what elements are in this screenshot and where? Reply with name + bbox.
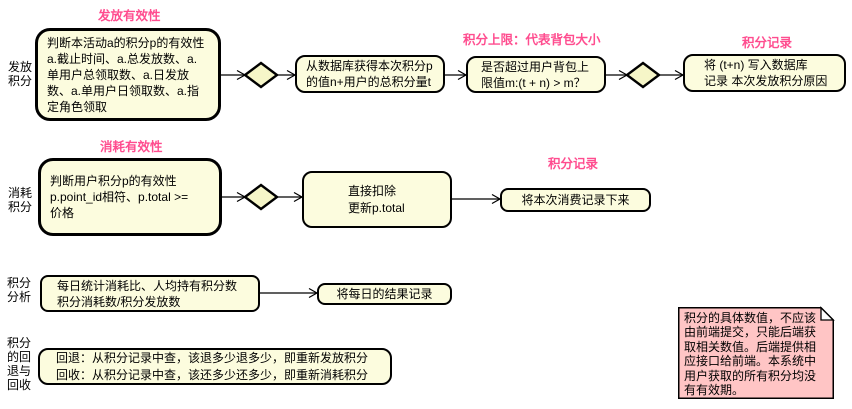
row-label-consume: 消耗 积分 xyxy=(8,186,33,214)
note-shape xyxy=(678,307,834,399)
step-issue-fetch: 从数据库获得本次积分p 的值n+用户的总积分量t xyxy=(295,55,445,93)
step-issue-limit: 是否超过用户背包上 限值m:(t + n) > m？ xyxy=(466,56,606,93)
tag-point-limit: 积分上限：代表背包大小 xyxy=(463,33,601,47)
tag-issue-validity: 发放有效性 xyxy=(98,9,161,23)
note-fold-icon xyxy=(820,306,835,321)
decision-diamond xyxy=(625,61,661,89)
step-issue-record: 将 (t+n) 写入数据库 记录 本次发放积分原因 xyxy=(683,54,846,92)
row-label-analyze: 积分 分析 xyxy=(7,276,32,304)
step-analyze-record: 将每日的结果记录 xyxy=(317,283,452,305)
row-label-issue: 发放 积分 xyxy=(8,60,33,88)
step-analyze-stat: 每日统计消耗比、人均持有积分数 积分消耗数/积分发放数 xyxy=(40,275,260,312)
step-consume-record: 将本次消费记录下来 xyxy=(500,188,651,212)
step-consume-check: 判断用户积分p的有效性 p.point_id相符、p.total >= 价格 xyxy=(38,158,222,236)
step-issue-check: 判断本活动a的积分p的有效性 a.截止时间、a.总发放数、a. 单用户总领取数、… xyxy=(35,28,221,121)
step-consume-deduct: 直接扣除 更新p.total xyxy=(302,171,452,228)
decision-diamond xyxy=(243,61,279,89)
decision-diamond xyxy=(243,183,279,211)
tag-consume-validity: 消耗有效性 xyxy=(100,140,163,154)
step-rollback: 回退：从积分记录中查，该退多少退多少，即重新发放积分 回收：从积分记录中查，该还… xyxy=(38,348,392,385)
tag-consume-record: 积分记录 xyxy=(548,157,599,171)
tag-issue-record: 积分记录 xyxy=(742,36,793,50)
row-label-rollback: 积分 的回 退与 回收 xyxy=(7,336,32,392)
note: 积分的具体数值，不应该 由前端提交，只能后端获 取相关数值。后端提供相 应接口给… xyxy=(684,311,817,398)
